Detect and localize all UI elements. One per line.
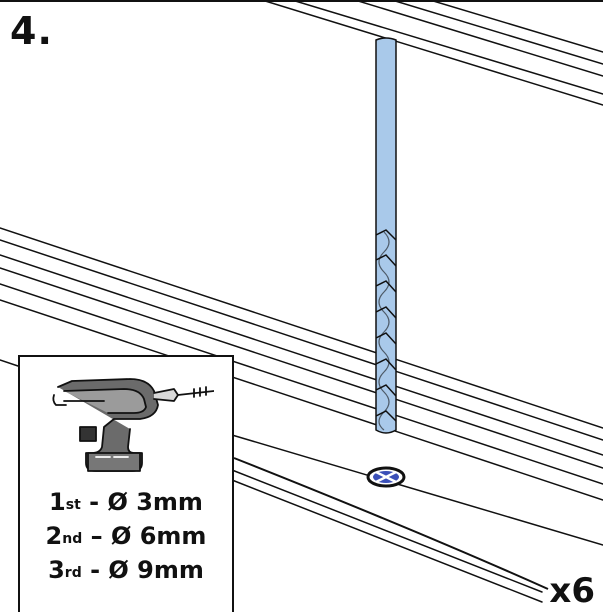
- drill-step-3: 3rd - Ø 9mm: [48, 556, 204, 584]
- drill-bit-sizes: 1st - Ø 3mm 2nd – Ø 6mm 3rd - Ø 9mm: [20, 485, 232, 587]
- drill-bit: [375, 37, 397, 434]
- cordless-drill-icon: [52, 378, 214, 472]
- rail-lines: [0, 227, 603, 603]
- drill-step-2: 2nd – Ø 6mm: [45, 522, 207, 550]
- drill-target-marker: [366, 466, 406, 488]
- drill-step-1: 1st - Ø 3mm: [49, 488, 203, 516]
- top-panel-lines: [261, 0, 603, 106]
- drill-info-box: 1st - Ø 3mm 2nd – Ø 6mm 3rd - Ø 9mm: [18, 355, 234, 612]
- step-number: 4.: [10, 9, 53, 53]
- quantity-multiplier: x6: [549, 571, 595, 611]
- panel-edge-line: [233, 457, 549, 590]
